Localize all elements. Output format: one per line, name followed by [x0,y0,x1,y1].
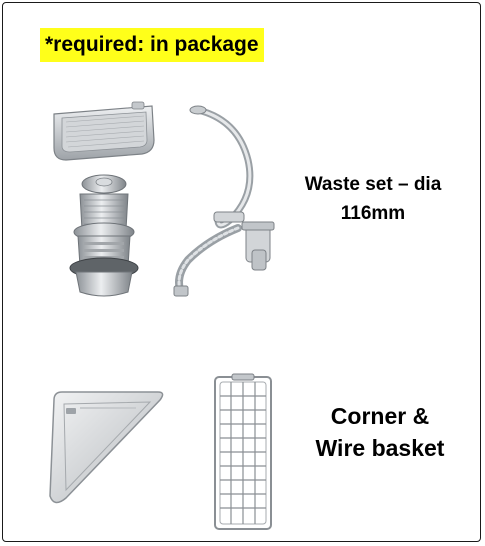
corner-shelf-icon [49,391,164,504]
waste-set-label-line2: 116mm [340,203,406,224]
waste-pipe-icon [173,105,275,297]
required-banner: *required: in package [40,28,264,62]
tray-icon [53,101,155,161]
waste-set-label-line1: Waste set – dia [304,174,442,195]
waste-set-label: Waste set – dia 116mm [278,170,468,228]
corner-basket-label: Corner & Wire basket [292,400,468,464]
strainer-icon [69,174,139,297]
corner-basket-label-line2: Wire basket [315,435,445,461]
corner-basket-label-line1: Corner & [330,403,430,429]
wire-basket-icon [214,373,272,530]
